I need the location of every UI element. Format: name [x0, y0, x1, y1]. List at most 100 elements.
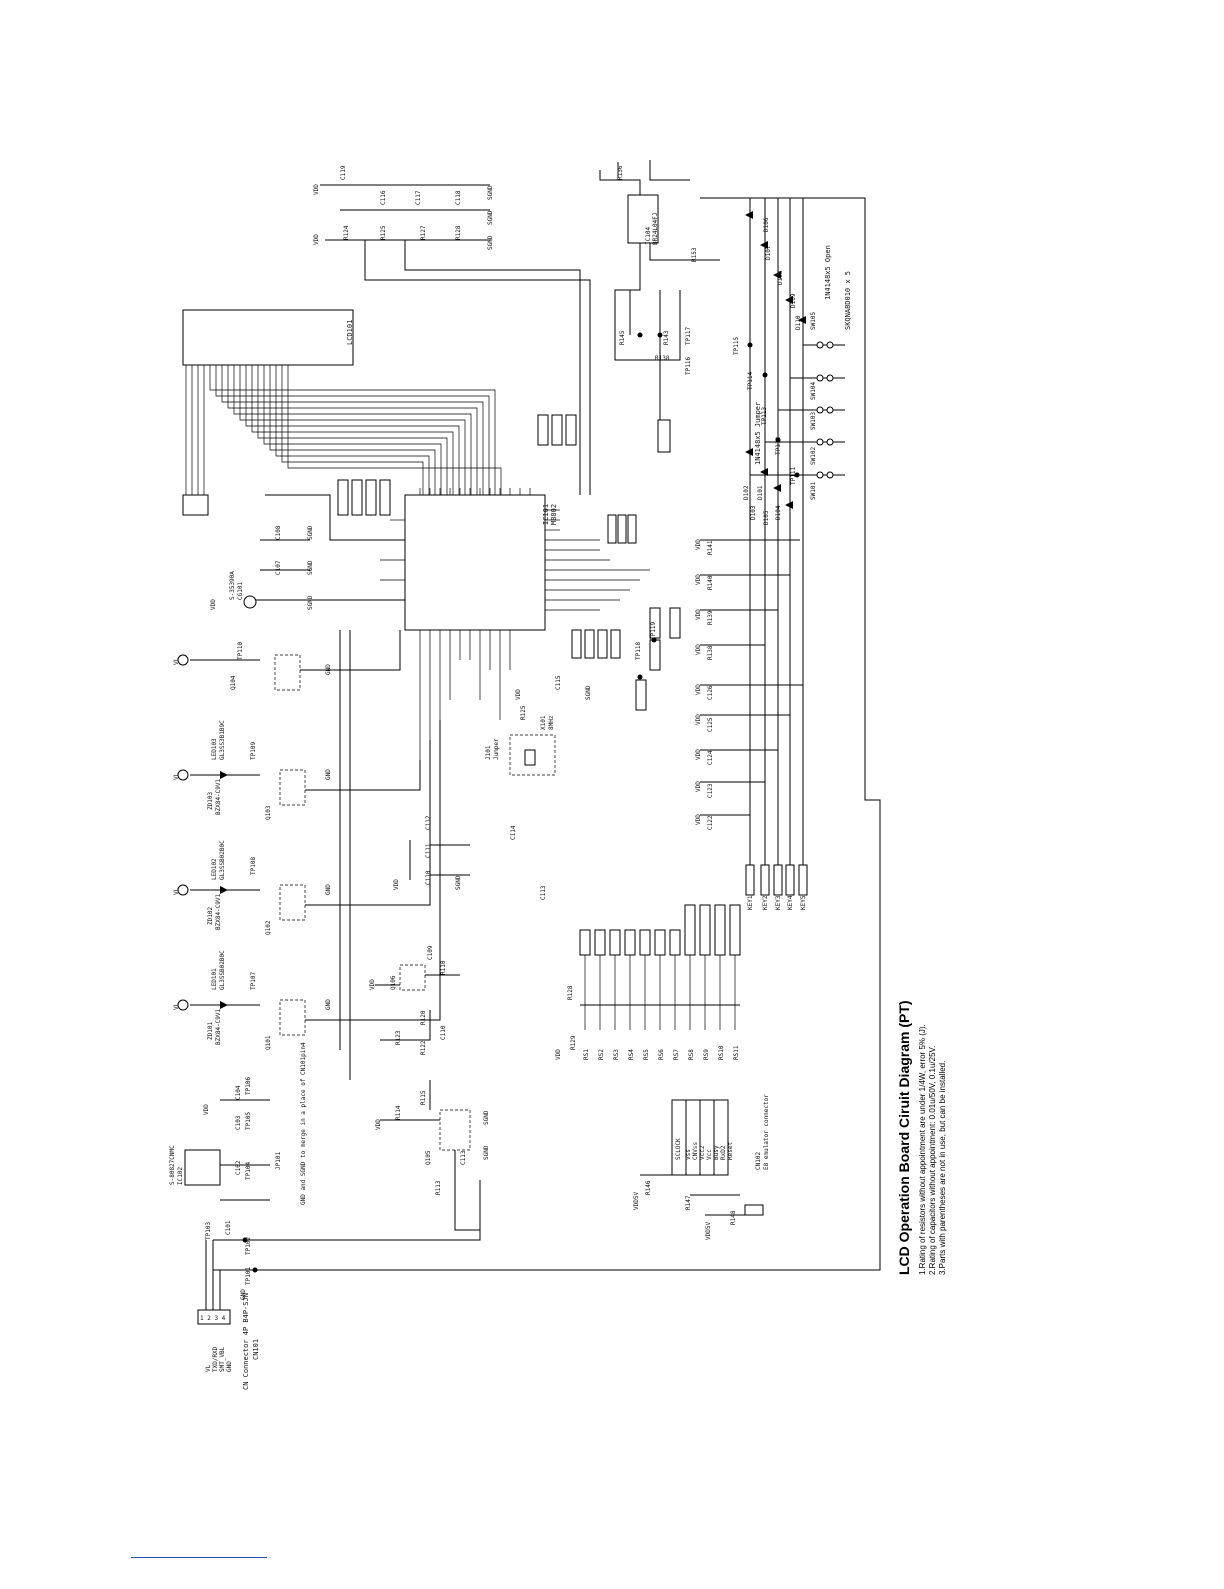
- key-diodes: [745, 211, 806, 509]
- led-block-led102: VL LED102 GL3SSB02B0C ZD102 BZX84-C9V1 Q…: [173, 740, 431, 935]
- svg-text:SGND: SGND: [307, 525, 314, 540]
- svg-text:C117: C117: [415, 190, 422, 205]
- border-wires: [205, 197, 881, 1310]
- svg-text:1N4148x5 Open: 1N4148x5 Open: [824, 245, 832, 300]
- svg-text:VDD: VDD: [203, 1104, 210, 1115]
- key-switches: [750, 341, 845, 479]
- svg-text:IC104: IC104: [645, 227, 652, 245]
- svg-text:D104: D104: [775, 505, 782, 520]
- svg-text:SW102: SW102: [810, 447, 817, 465]
- svg-text:VDD: VDD: [555, 1049, 562, 1060]
- svg-text:BZX84-C9V1: BZX84-C9V1: [215, 778, 222, 815]
- mid-section: VDD Q106 C109 R110 R120 C110 R123 R122 V…: [339, 622, 657, 1080]
- svg-text:GND: GND: [325, 769, 332, 780]
- svg-text:SGND: SGND: [487, 210, 494, 225]
- svg-text:C102: C102: [235, 1160, 242, 1175]
- svg-text:E8 emulator connector: E8 emulator connector: [763, 1094, 770, 1170]
- svg-text:TP111: TP111: [790, 467, 797, 485]
- svg-text:GL3SS3B1B9C: GL3SS3B1B9C: [219, 720, 226, 760]
- svg-text:VDD: VDD: [695, 714, 702, 725]
- mcu-pin-ticks: [380, 488, 650, 760]
- svg-text:KEY4: KEY4: [787, 895, 794, 910]
- svg-text:J101: J101: [485, 745, 492, 760]
- svg-text:D106: D106: [763, 217, 770, 232]
- pullup-row: VDD VDD VDD VDD VDD VDD VDD VDD VDD R141…: [695, 539, 808, 910]
- svg-text:VDD: VDD: [210, 599, 217, 610]
- svg-text:JP101: JP101: [275, 1152, 282, 1170]
- svg-text:VDD: VDD: [695, 609, 702, 620]
- svg-text:VDD: VDD: [695, 749, 702, 760]
- lcd-module: LCD101: [182, 309, 502, 516]
- svg-text:TP113: TP113: [761, 407, 768, 425]
- svg-text:R145: R145: [619, 330, 626, 345]
- mcu-net-flags: [337, 414, 681, 711]
- note-3: 3.Parts with parentheses are not in use,…: [938, 1061, 947, 1275]
- svg-text:D110: D110: [795, 315, 802, 330]
- svg-text:R128: R128: [455, 225, 462, 240]
- svg-text:GL3SSB02B0C: GL3SSB02B0C: [219, 840, 226, 880]
- svg-text:C108: C108: [275, 525, 282, 540]
- svg-text:TXD/RXD: TXD/RXD: [212, 1346, 219, 1372]
- svg-text:TP107: TP107: [250, 972, 257, 990]
- svg-text:R148: R148: [730, 1210, 737, 1225]
- svg-text:KEY2: KEY2: [762, 895, 769, 910]
- svg-text:Q102: Q102: [265, 920, 272, 935]
- connector-cn101: 1 2 3 4 CN101 CN Connector 4P B4P-SJN VL…: [197, 1293, 260, 1390]
- svg-text:R120: R120: [420, 1010, 427, 1025]
- svg-text:CG101: CG101: [237, 582, 244, 600]
- svg-text:VDD: VDD: [393, 879, 400, 890]
- svg-text:SKQNABD010 x 5: SKQNABD010 x 5: [844, 271, 852, 330]
- svg-text:RS3: RS3: [613, 1049, 620, 1060]
- svg-text:BZX84-C9V1: BZX84-C9V1: [215, 1008, 222, 1045]
- svg-text:KEY1: KEY1: [747, 895, 754, 910]
- svg-text:SGND: SGND: [483, 1145, 490, 1160]
- svg-text:R136: R136: [617, 165, 624, 180]
- led-block-led103: VL LED103 GL3SS3B1B9C ZD103 BZX84-C9V1 Q…: [173, 720, 421, 820]
- svg-text:TP117: TP117: [685, 327, 692, 345]
- svg-text:SGND: SGND: [483, 1110, 490, 1125]
- svg-text:C113: C113: [540, 885, 547, 900]
- svg-text:VDD: VDD: [695, 539, 702, 550]
- svg-text:Vss: Vss: [685, 1149, 692, 1160]
- svg-text:C122: C122: [707, 815, 714, 830]
- svg-text:BZX84-C9V1: BZX84-C9V1: [215, 893, 222, 930]
- svg-text:1N4148x5 Jumper: 1N4148x5 Jumper: [754, 402, 762, 465]
- svg-text:TP110: TP110: [237, 642, 244, 660]
- svg-text:C125: C125: [707, 717, 714, 732]
- svg-text:SGND: SGND: [585, 685, 592, 700]
- note-1: 1.Rating of resistors without appointmen…: [918, 1024, 927, 1275]
- svg-text:GND: GND: [325, 884, 332, 895]
- svg-text:C126: C126: [707, 685, 714, 700]
- rtc-section: CG101 S-35390A VDD C108 C107 SGND SGND S…: [210, 494, 405, 610]
- svg-text:VL: VL: [173, 887, 180, 895]
- svg-text:R146: R146: [645, 1180, 652, 1195]
- svg-text:Q101: Q101: [265, 1035, 272, 1050]
- svg-text:VDD: VDD: [515, 689, 522, 700]
- svg-text:R113: R113: [435, 1180, 442, 1195]
- svg-text:VDD: VDD: [695, 574, 702, 585]
- svg-text:VDD: VDD: [369, 979, 376, 990]
- svg-text:R125: R125: [380, 225, 387, 240]
- lcd-pins: [185, 365, 502, 500]
- svg-text:C107: C107: [275, 560, 282, 575]
- svg-text:Vcc: Vcc: [706, 1149, 713, 1160]
- svg-text:TP106: TP106: [245, 1077, 252, 1095]
- svg-text:R138: R138: [655, 355, 670, 362]
- svg-text:D109: D109: [790, 293, 797, 308]
- svg-text:RS1: RS1: [583, 1049, 590, 1060]
- svg-text:D101: D101: [757, 485, 764, 500]
- ic104-eeprom: IC104 BR24L04FJ R136 R138 R153 R143 R145…: [599, 160, 720, 453]
- svg-text:TP109: TP109: [250, 742, 257, 760]
- svg-text:SGND: SGND: [487, 235, 494, 250]
- svg-text:CNVss: CNVss: [692, 1142, 699, 1160]
- svg-text:C114: C114: [510, 825, 517, 840]
- svg-text:BR24L04FJ: BR24L04FJ: [652, 212, 659, 245]
- svg-text:VDD: VDD: [695, 684, 702, 695]
- svg-text:RS9: RS9: [703, 1049, 710, 1060]
- svg-text:VDD: VDD: [695, 814, 702, 825]
- svg-text:SGND: SGND: [487, 185, 494, 200]
- svg-text:R110: R110: [440, 960, 447, 975]
- svg-text:KEY3: KEY3: [775, 895, 782, 910]
- svg-text:TP118: TP118: [635, 642, 642, 660]
- svg-text:C110: C110: [440, 1025, 447, 1040]
